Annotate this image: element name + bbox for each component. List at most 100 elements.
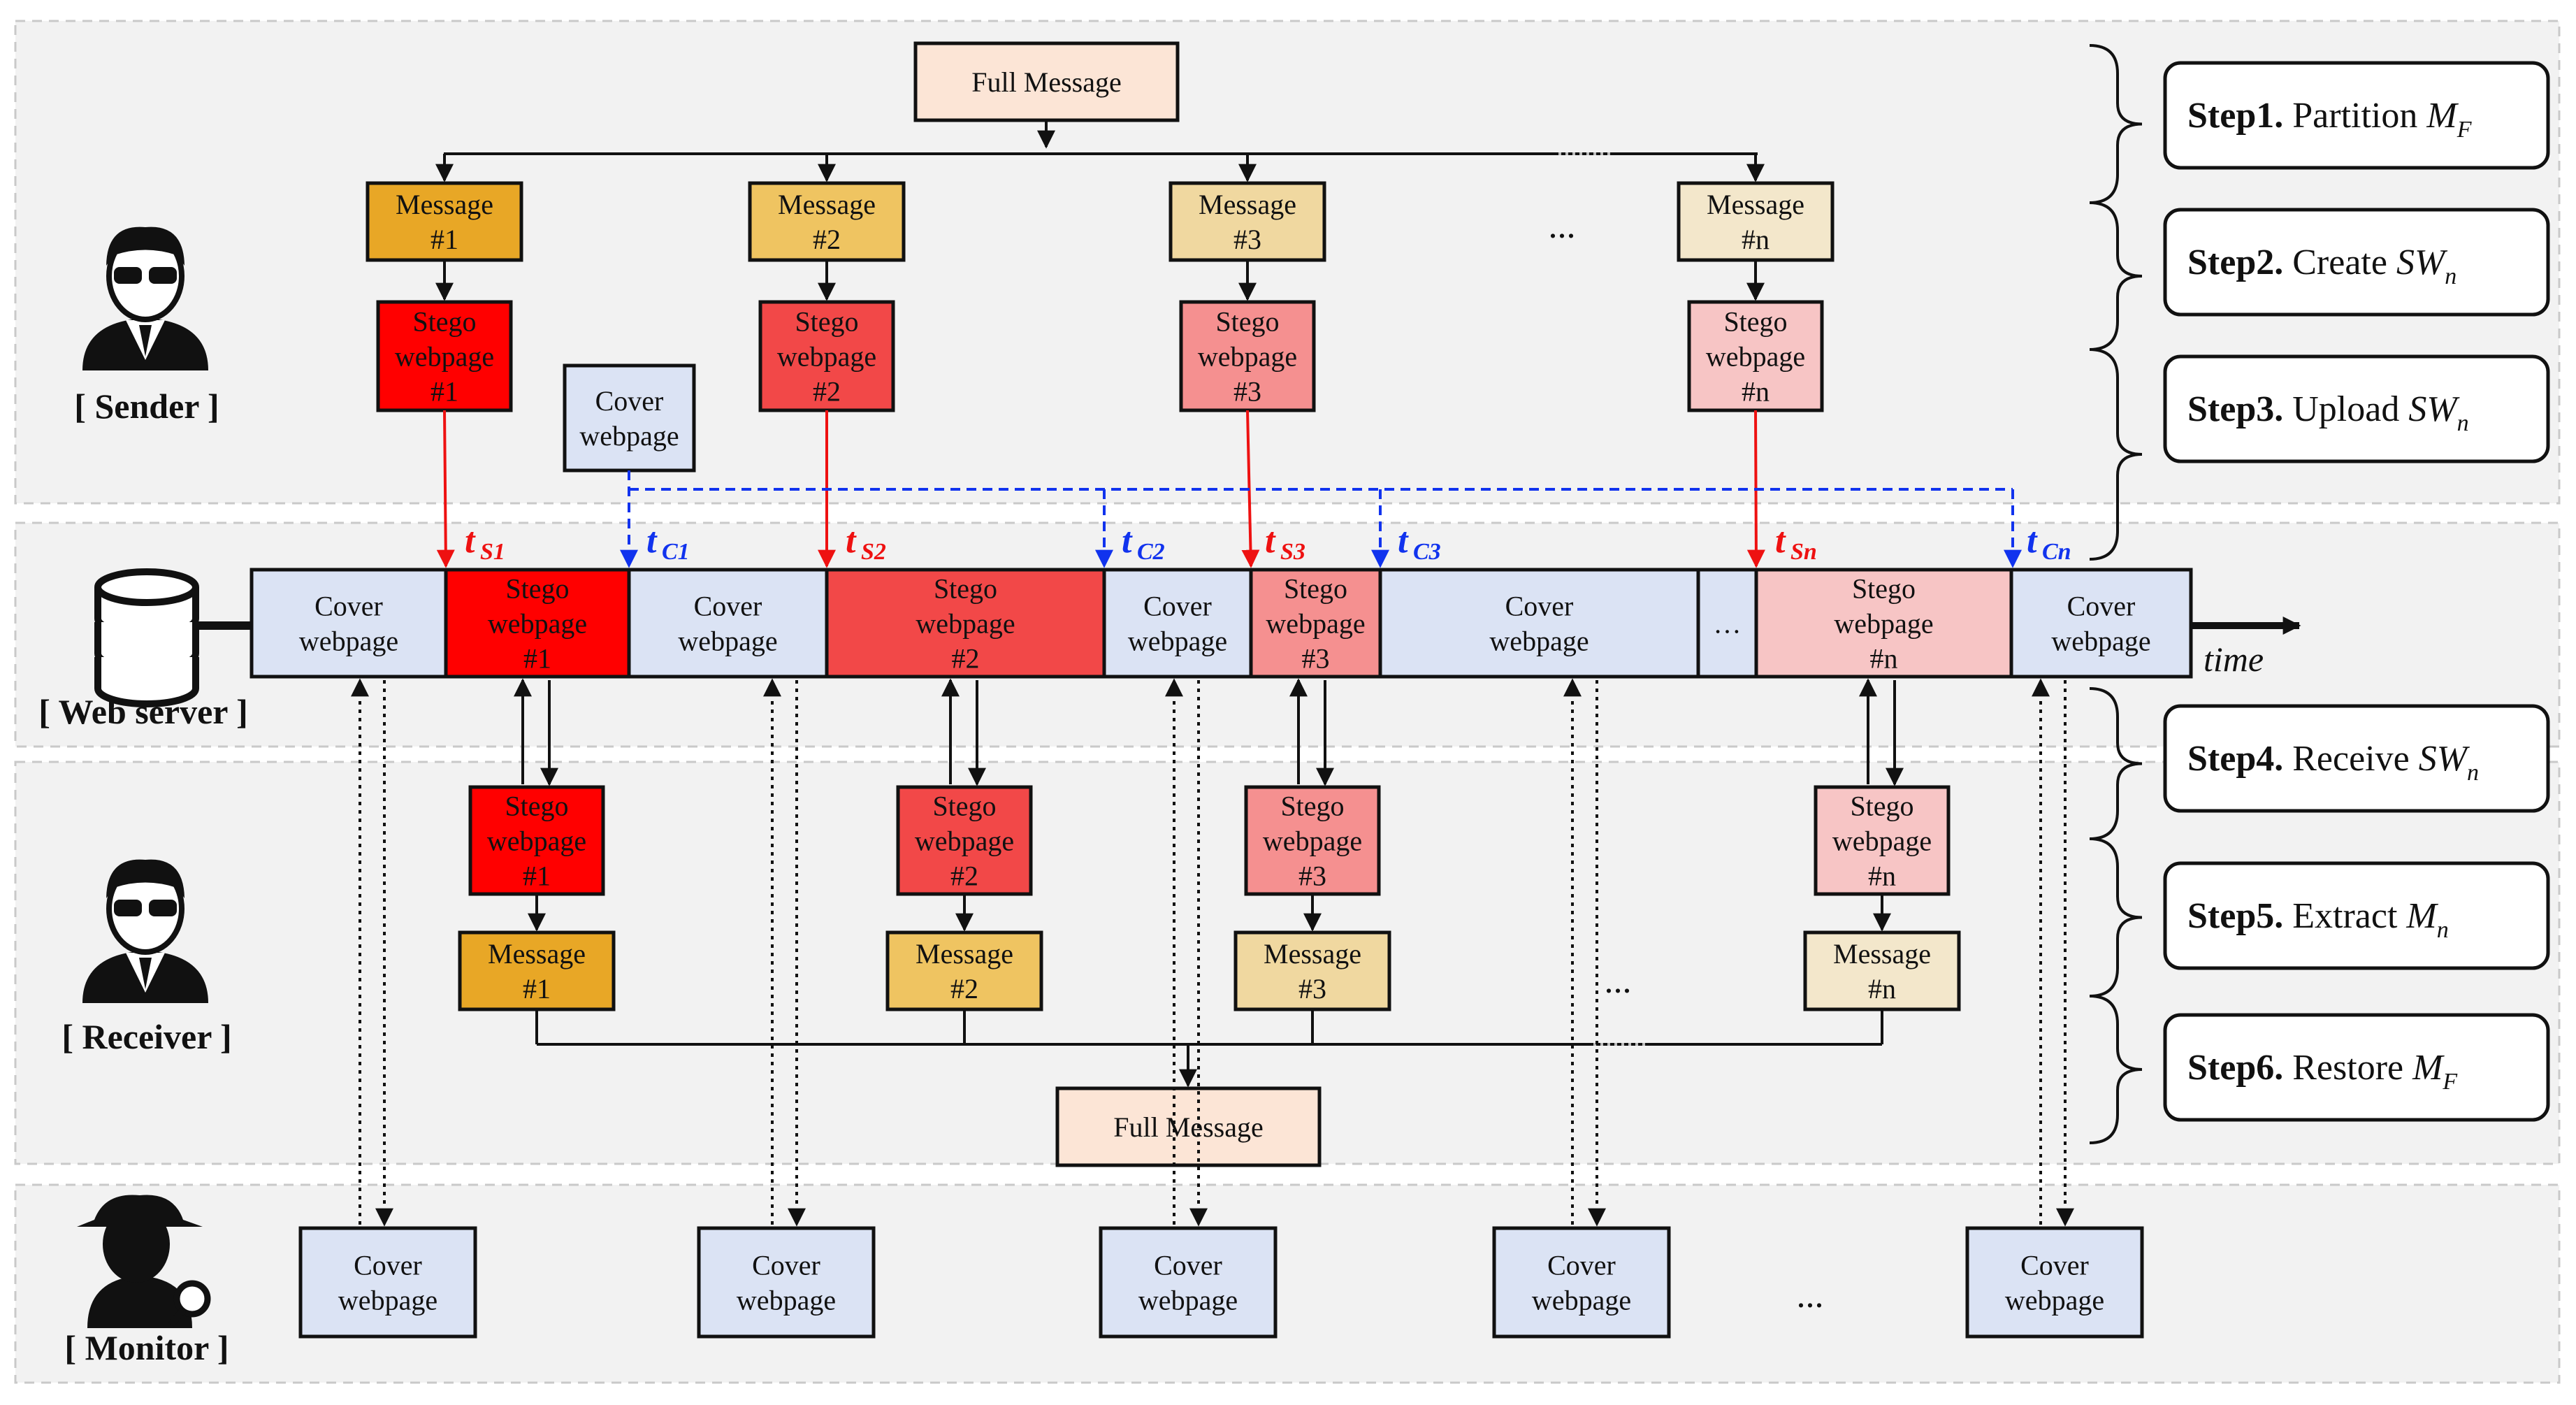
brace-step1 [2089,44,2143,204]
step-text-5: Step5. Extract Mn [2187,896,2449,943]
time-marker-s4-sub: Sn [1790,539,1817,565]
timeline-segment-6-label: Stego [1284,573,1347,605]
step-text-1: Step1. Partition MF [2187,96,2473,143]
time-marker-s2: t [846,521,857,561]
sender-stego-2-label: webpage [777,341,876,373]
monitor-cover-4-label: Cover [1547,1250,1616,1281]
timeline-segment-1-label: Cover [314,591,383,622]
monitor-cover-2-label: webpage [737,1285,836,1316]
monitor-cover-5-label: Cover [2020,1250,2089,1281]
timeline-segment-4 [825,568,1106,679]
sender-cover-webpage [563,363,696,473]
monitor-ellipsis: ... [1797,1276,1824,1316]
step-box-1 [2163,61,2550,170]
full-message-sender-label: Full Message [971,66,1121,98]
sender-stego-1-label: #1 [430,376,458,408]
timeline-segment-7-label: Cover [1505,591,1574,622]
timeline-segment-5-label: webpage [1128,626,1227,657]
receiver-stego-3-label: webpage [1263,826,1362,857]
sender-ellipsis: ... [1549,206,1576,246]
timeline-segment-4-label: webpage [916,608,1015,640]
time-marker-s3-sub: S3 [1280,539,1305,565]
timeline-segment-2-label: webpage [488,608,587,640]
sender-stego-1-label: webpage [395,341,494,373]
full-message-receiver [1055,1086,1322,1167]
timeline-segment-6 [1249,568,1382,679]
timeline-segment-4-label: Stego [934,573,997,605]
receiver-message-2-label: Message [916,938,1013,970]
timeline-segment-3-label: Cover [694,591,762,622]
step-box-3 [2163,354,2550,463]
receiver-stego-2 [896,785,1033,896]
sender-stego-4 [1687,300,1824,412]
sender-cover-webpage-label: Cover [595,385,664,417]
timeline-segment-9-label: webpage [1834,608,1933,640]
timeline-segment-8-label: … [1714,608,1742,640]
sender-stego-4-label: #n [1742,376,1770,408]
step-text-3: Step3. Upload SWn [2187,389,2469,436]
role-label-web-server: [ Web server ] [38,692,247,731]
step-box-5 [2163,861,2550,970]
monitor-cover-4-label: webpage [1532,1285,1631,1316]
receiver-ellipsis: ... [1605,961,1632,1001]
receiver-message-4-label: Message [1833,938,1931,970]
brace-step5 [2089,837,2143,997]
timeline-segment-9 [1754,568,2013,679]
sender-message-4-label: #n [1742,224,1770,255]
sender-stego-3 [1179,300,1316,412]
step-box-6 [2163,1013,2550,1122]
sender-region [14,20,2561,505]
monitor-cover-3 [1099,1226,1278,1339]
brace-step6 [2089,995,2143,1144]
timeline-segment-7 [1378,568,1700,679]
monitor-cover-1 [298,1226,477,1339]
role-label-sender: [ Sender ] [74,387,219,426]
brace-step4 [2089,687,2143,840]
receiver-stego-4-label: #n [1868,860,1896,892]
step-box-4 [2163,704,2550,813]
sender-message-2-label: Message [778,189,876,220]
monitor-cover-2 [697,1226,876,1339]
timeline-segment-1-label: webpage [299,626,398,657]
brace-step3 [2089,348,2143,561]
brace-step2 [2089,201,2143,351]
receiver-message-1 [458,930,616,1011]
receiver-stego-2-label: Stego [932,791,996,822]
timeline-segment-6-label: #3 [1302,643,1330,675]
timeline-segment-7-label: webpage [1489,626,1589,657]
time-marker-c1: t [646,521,658,561]
receiver-message-3 [1233,930,1391,1011]
time-marker-c2-sub: C2 [1137,539,1165,565]
timeline-segment-10 [2009,568,2193,679]
receiver-message-3-label: Message [1264,938,1361,970]
time-marker-c4-sub: Cn [2042,539,2071,565]
monitor-cover-3-label: webpage [1138,1285,1238,1316]
sender-stego-2-label: #2 [813,376,841,408]
sender-stego-4-label: webpage [1706,341,1805,373]
timeline-segment-2-label: Stego [505,573,569,605]
sender-message-3-label: #3 [1233,224,1261,255]
receiver-message-4 [1803,930,1961,1011]
monitor-cover-1-label: webpage [338,1285,437,1316]
sender-stego-2-label: Stego [795,306,858,338]
time-marker-s4: t [1775,521,1786,561]
time-marker-s1: t [465,521,476,561]
time-marker-c4: t [2027,521,2038,561]
timeline-segment-1 [249,568,448,679]
time-axis-label: time [2204,640,2264,679]
receiver-stego-1 [468,785,605,896]
receiver-stego-3-label: #3 [1298,860,1326,892]
monitor-cover-1-label: Cover [354,1250,422,1281]
full-message-receiver-label: Full Message [1113,1111,1263,1143]
role-label-monitor: [ Monitor ] [64,1328,229,1367]
timeline-segment-9-label: Stego [1852,573,1916,605]
database-icon [94,568,199,707]
timeline-segment-10-label: Cover [2067,591,2136,622]
time-marker-c3-sub: C3 [1413,539,1441,565]
sender-message-1-label: Message [396,189,493,220]
role-label-receiver: [ Receiver ] [61,1017,231,1056]
timeline-segment-5-label: Cover [1143,591,1212,622]
receiver-stego-1-label: Stego [505,791,568,822]
